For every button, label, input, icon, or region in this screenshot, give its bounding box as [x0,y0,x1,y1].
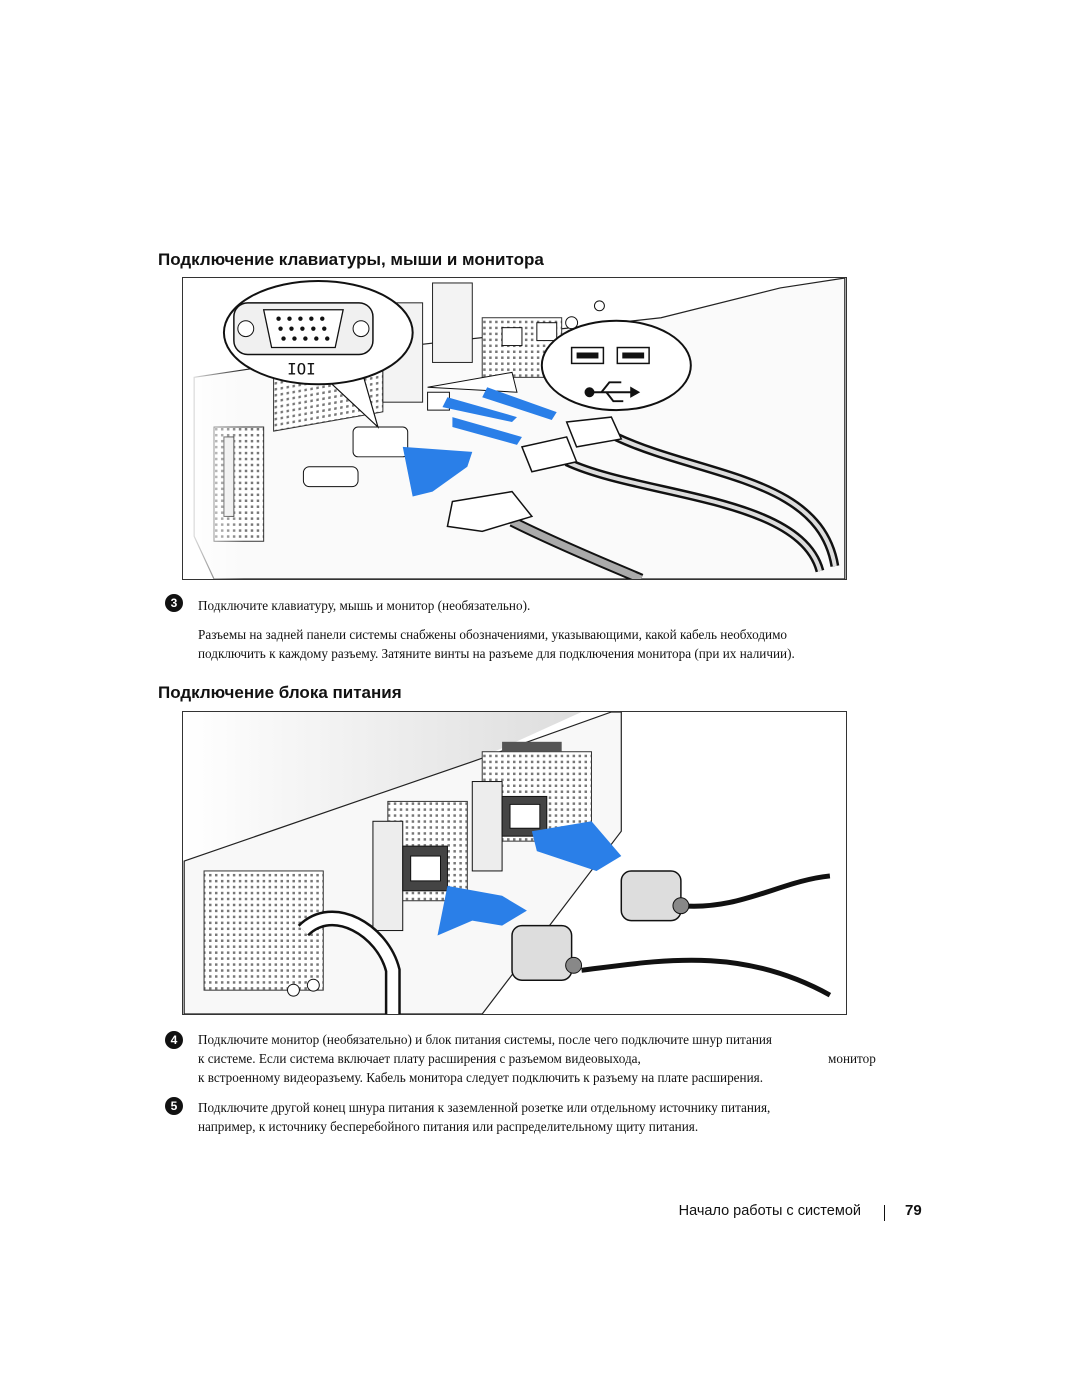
serial-port [302,466,359,488]
text-line: Разъемы на задней панели системы снабжен… [198,627,788,642]
text-line: например, к источнику бесперебойного пит… [198,1119,699,1134]
text-line: Подключите клавиатуру, мышь и монитор (н… [198,598,531,613]
text-fragment: монитор [828,1051,876,1066]
usb-cables [520,416,840,573]
server-chassis [183,712,622,1014]
page-number: 79 [905,1202,922,1219]
vga-callout: IOI [222,279,414,429]
usb-callout [427,319,692,412]
insert-arrows [437,821,622,936]
vga-cable [446,490,644,579]
text-fragment: к системе. Если система включает плату р… [198,1051,641,1066]
text-line: Подключите монитор (необязательно) и бло… [198,1032,773,1047]
text-line: к системе. Если система включает плату р… [198,1049,898,1068]
text-line: к встроенному видеоразъему. Кабель монит… [198,1070,764,1085]
section-heading-keyboard-mouse-monitor: Подключение клавиатуры, мыши и монитора [158,250,544,269]
figure-power-supply [182,711,847,1015]
text-line: Подключите другой конец шнура питания к … [198,1100,771,1115]
text-line: подключить к каждому разъему. Затяните в… [198,646,795,661]
vga-port [352,426,409,458]
power-illustration [183,712,845,1014]
usb-symbol-icon [584,381,641,403]
figure-keyboard-mouse-monitor: IOI [182,277,847,580]
step-badge-3: 3 [165,594,183,612]
section-heading-power-supply: Подключение блока питания [158,683,402,702]
step-3-text: Подключите клавиатуру, мышь и монитор (н… [198,596,898,615]
vga-label-icon: IOI [287,359,316,378]
connectors-note: Разъемы на задней панели системы снабжен… [198,625,898,663]
footer-separator [884,1205,885,1221]
insert-arrows [402,387,557,497]
power-cords [511,870,832,998]
step-4-text: Подключите монитор (необязательно) и бло… [198,1030,898,1087]
step-badge-4: 4 [165,1031,183,1049]
step-5-text: Подключите другой конец шнура питания к … [198,1098,898,1136]
connection-illustration: IOI [184,278,846,579]
step-badge-5: 5 [165,1097,183,1115]
footer-chapter-title: Начало работы с системой [678,1203,861,1219]
